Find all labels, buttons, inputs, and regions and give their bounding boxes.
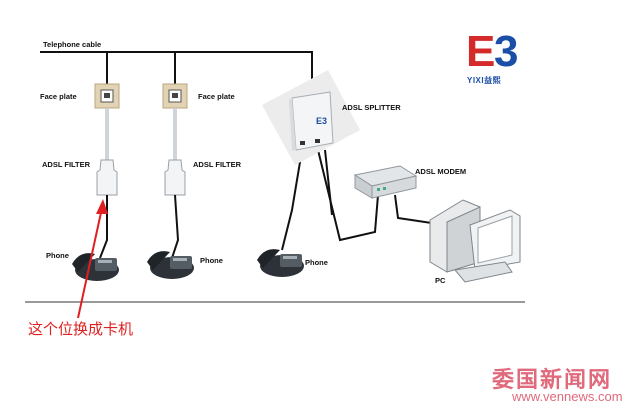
face-plate-label-1: Face plate	[40, 92, 77, 101]
logo-digit-3: 3	[494, 27, 519, 76]
adsl-filter-1	[96, 159, 118, 196]
pc-label: PC	[435, 276, 446, 285]
phone-cord-1	[99, 195, 108, 259]
adsl-modem	[353, 165, 418, 199]
phone-1	[72, 253, 119, 281]
phone-label-2: Phone	[200, 256, 223, 265]
face-plate-1	[94, 83, 120, 109]
logo-caption: YIXI益熙	[467, 76, 502, 85]
phone-cord-3	[281, 149, 303, 251]
watermark-text: 委国新闻网	[492, 368, 613, 393]
annotation-text: 这个位换成卡机	[28, 320, 134, 338]
telephone-cable-label: Telephone cable	[43, 40, 102, 49]
adsl-splitter-label: ADSL SPLITTER	[342, 103, 401, 112]
adsl-filter-label-2: ADSL FILTER	[193, 160, 242, 169]
phone-2	[147, 251, 194, 279]
watermark-url: www.vennews.com	[512, 389, 623, 404]
face-plate-label-2: Face plate	[198, 92, 235, 101]
face-plate-2	[162, 83, 188, 109]
annotation-arrow	[77, 199, 108, 319]
adsl-filter-2	[164, 159, 186, 196]
phone-label-1: Phone	[46, 251, 69, 260]
phone-label-3: Phone	[305, 258, 328, 267]
adsl-modem-label: ADSL MODEM	[415, 167, 467, 176]
adsl-filter-label-1: ADSL FILTER	[42, 160, 91, 169]
phone-cord-2	[171, 194, 180, 259]
pc	[429, 199, 521, 283]
svg-text:E3: E3	[316, 116, 327, 126]
splitter-to-pc-cable	[317, 149, 379, 242]
logo-letter-e: E	[466, 27, 496, 76]
phone-3	[257, 249, 304, 277]
adsl-splitter: E3	[289, 91, 334, 151]
modem-to-pc-cable	[394, 194, 446, 226]
